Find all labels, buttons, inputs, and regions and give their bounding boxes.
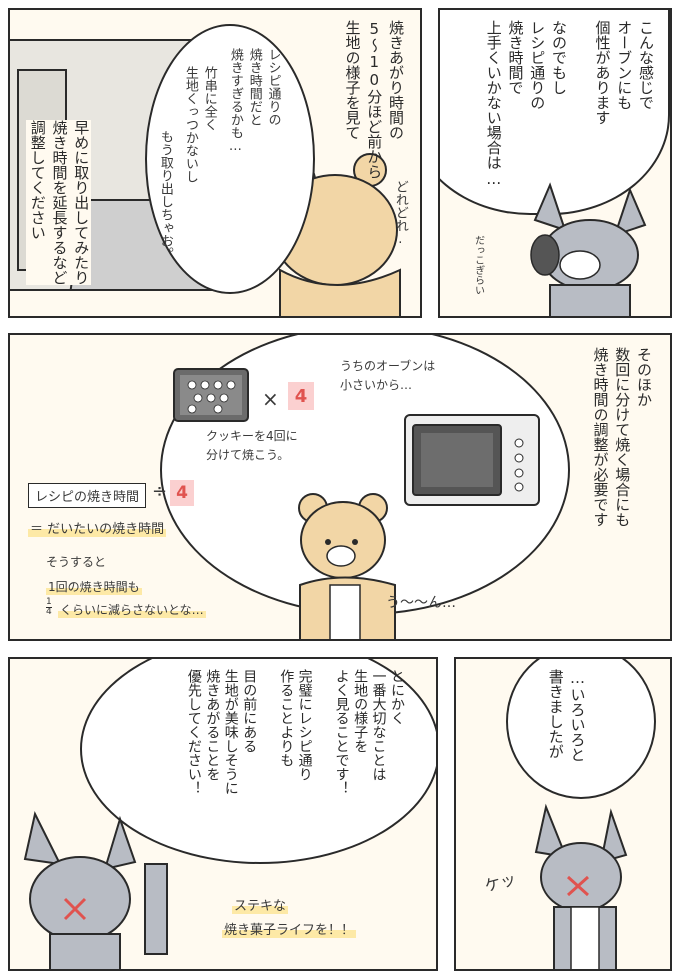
- panel-3: そのほか 数回に分けて焼く場合にも 焼き時間の調整が必要です × 4 クッキーを…: [8, 333, 672, 641]
- speech-text: こんな感じで オーブンにも 個性があります なのでもし レシピ通りの 焼き時間で…: [484, 20, 655, 188]
- then-text-2: 1回の焼き時間も: [46, 578, 142, 595]
- fox-pointing-illustration: [23, 811, 168, 969]
- panel-2: こんな感じで オーブンにも 個性があります なのでもし レシピ通りの 焼き時間で…: [438, 8, 672, 318]
- speech-text: とにかく 一番大切なことは 生地の様子を よく見ることです！ 完璧にレシピ通り …: [185, 669, 405, 795]
- thought-text: レシピ通りの 焼き時間だと 焼きすぎるかも…: [227, 48, 281, 154]
- fraction-numerator: 1: [46, 597, 52, 608]
- recipe-time-box: レシピの焼き時間: [28, 483, 147, 508]
- speech-bubble-large: [80, 659, 436, 864]
- cookie-tray-illustration: [173, 368, 249, 422]
- skewer-text: 竹串に全く 生地くっつかないし: [182, 66, 217, 183]
- times-sign: ×: [262, 387, 279, 411]
- speech-bubble: [506, 659, 656, 799]
- panel-5: …いろいろと 書きましたが ケッ: [454, 657, 672, 971]
- microwave-illustration: [404, 414, 540, 506]
- panel-1: 焼きあがり時間の 5～10分ほど前から 生地の様子を見て 早めに取り出してみたり…: [8, 8, 422, 318]
- four-badge-2: 4: [170, 480, 194, 506]
- narration-text: そのほか 数回に分けて焼く場合にも 焼き時間の調整が必要です: [591, 347, 654, 527]
- bear-thinking-illustration: [298, 493, 396, 639]
- then-text-1: そうすると: [46, 555, 107, 569]
- fraction-quarter: 1 4: [46, 598, 52, 617]
- ke-text: ケッ: [482, 869, 519, 896]
- suteki-text-1: ステキな: [232, 895, 289, 914]
- fox-sulking-illustration: [534, 803, 628, 969]
- cookie-text: クッキーを4回に 分けて焼こう。: [206, 429, 298, 463]
- oven-small-text: うちのオーブンは 小さいから…: [340, 359, 436, 393]
- four-badge: 4: [288, 382, 314, 410]
- approx-time-text: ＝ だいたいの焼き時間: [28, 518, 167, 537]
- adjust-text: 早めに取り出してみたり 焼き時間を延長するなど 調整してください: [26, 120, 92, 285]
- divide-sign: ÷: [152, 481, 168, 502]
- speech-text: …いろいろと 書きましたが: [546, 669, 587, 762]
- dokidoki-text: どれどれ.: [392, 180, 408, 247]
- done-text: もう取り出しちゃお。: [157, 130, 173, 260]
- thought-bubble: [145, 24, 315, 294]
- fox-holding-cat-illustration: [530, 182, 647, 316]
- uun-text: う〜〜ん…: [386, 595, 456, 611]
- then-text-3: くらいに減らさないとな…: [58, 601, 206, 618]
- panel-4: とにかく 一番大切なことは 生地の様子を よく見ることです！ 完璧にレシピ通り …: [8, 657, 438, 971]
- narration-text: 焼きあがり時間の 5～10分ほど前から 生地の様子を見て: [343, 20, 406, 179]
- suteki-text-2: 焼き菓子ライフを！！: [222, 919, 357, 938]
- dakko-text: だっこぎらい: [472, 235, 484, 295]
- fraction-denominator: 4: [46, 607, 52, 617]
